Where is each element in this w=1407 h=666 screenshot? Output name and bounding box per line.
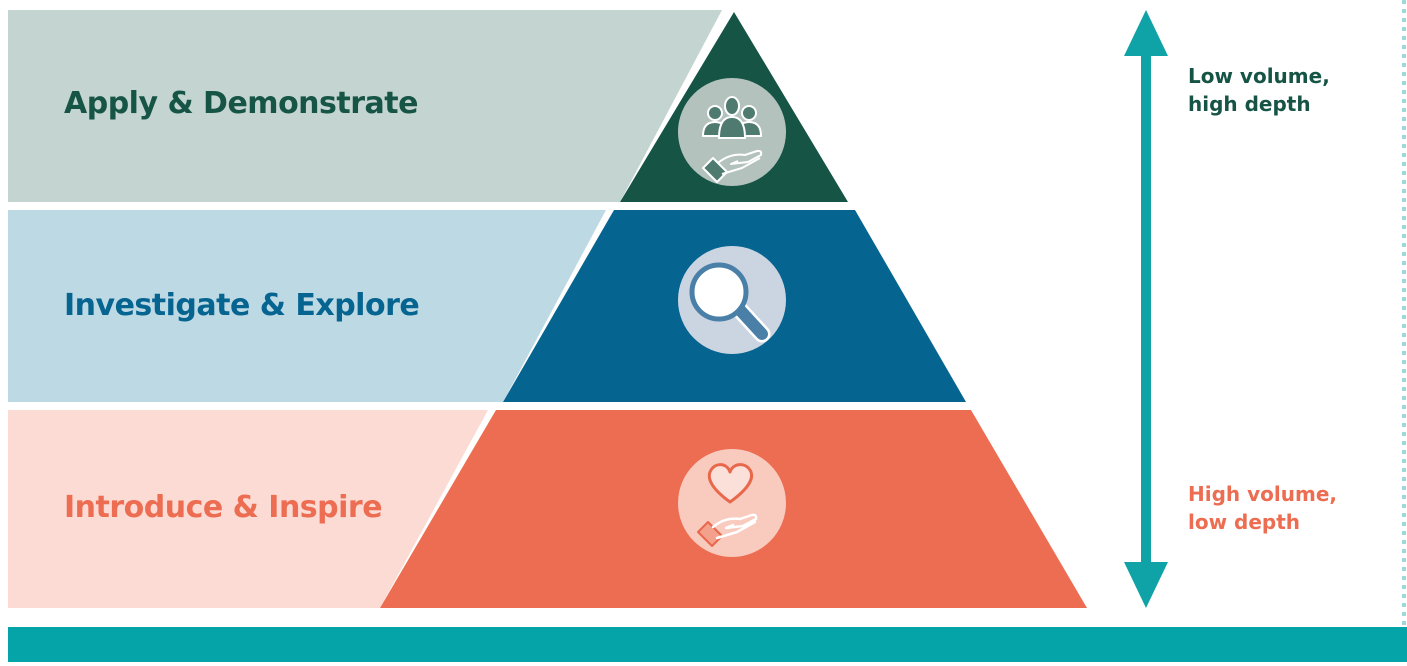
- dashed-edge: [1402, 0, 1406, 627]
- magnifying-glass-icon: [678, 246, 786, 354]
- depth-scale-arrow: [1124, 10, 1168, 608]
- scale-note-top-line1: Low volume,: [1188, 64, 1330, 88]
- scale-note-top-line2: high depth: [1188, 92, 1311, 116]
- scale-note-top: Low volume, high depth: [1188, 62, 1330, 118]
- scale-note-bottom-line2: low depth: [1188, 510, 1301, 534]
- people-in-hand-icon: [678, 78, 786, 186]
- heart-in-hand-icon: [678, 449, 786, 557]
- band-introduce-inspire: [8, 410, 488, 608]
- tier-label-investigate-explore: Investigate & Explore: [64, 288, 420, 323]
- scale-note-bottom: High volume, low depth: [1188, 480, 1337, 536]
- bottom-bar: [8, 627, 1407, 662]
- band-apply-demonstrate: [8, 10, 722, 202]
- tier-label-introduce-inspire: Introduce & Inspire: [64, 490, 383, 525]
- tier-label-apply-demonstrate: Apply & Demonstrate: [64, 86, 418, 121]
- scale-note-bottom-line1: High volume,: [1188, 482, 1337, 506]
- band-investigate-explore: [8, 210, 606, 402]
